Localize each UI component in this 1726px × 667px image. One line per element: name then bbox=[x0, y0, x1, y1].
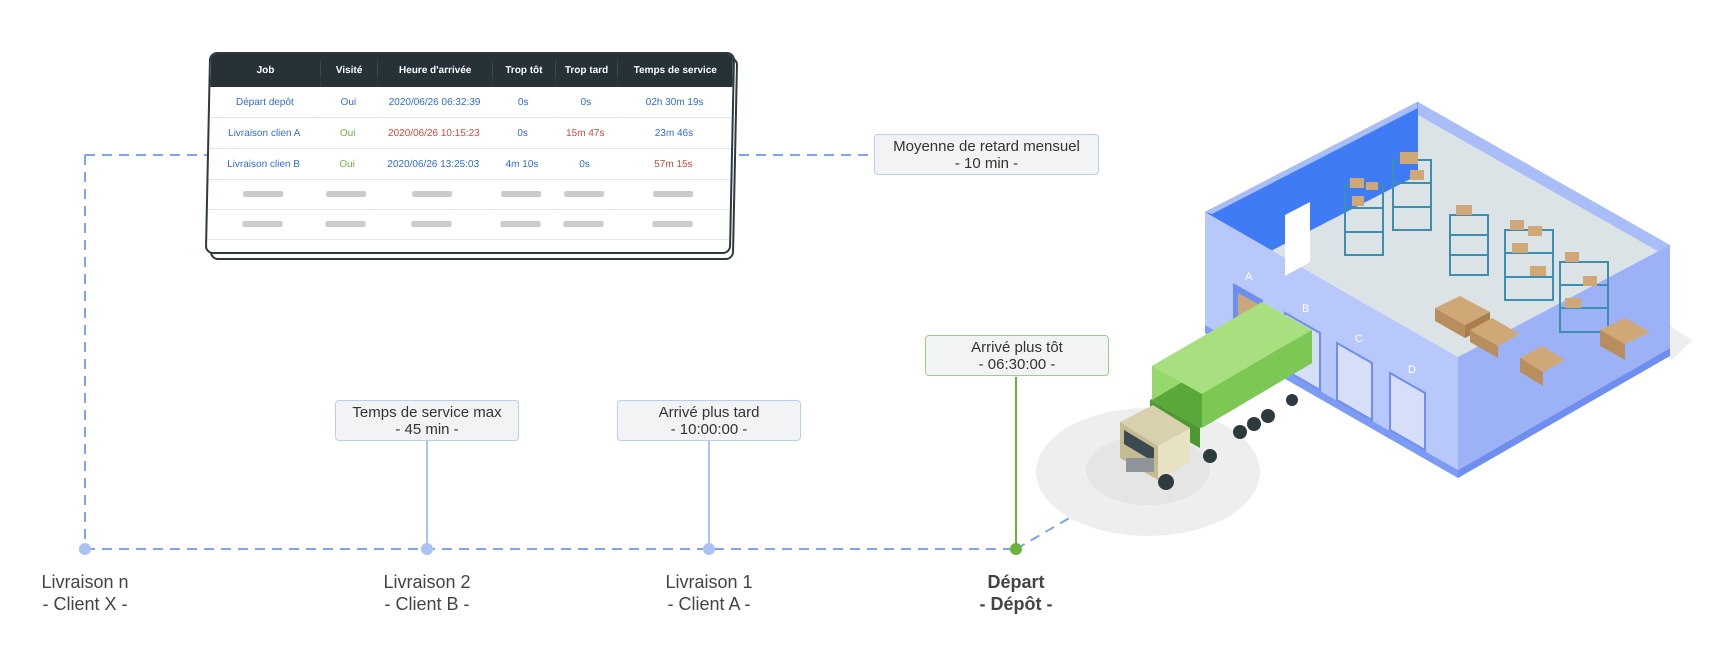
col-header-visited: Visité bbox=[320, 54, 379, 87]
callout-early: Arrivé plus tôt - 06:30:00 - bbox=[925, 335, 1109, 376]
cell-service: 23m 46s bbox=[616, 117, 732, 149]
truck-illustration bbox=[1120, 302, 1312, 490]
door-letter-b: B bbox=[1302, 303, 1309, 315]
callout-title: Temps de service max bbox=[352, 404, 502, 421]
callout-title: Moyenne de retard mensuel bbox=[893, 138, 1080, 155]
stop-title: Livraison 1 bbox=[665, 572, 753, 592]
cell-arrival: 2020/06/26 10:15:23 bbox=[376, 117, 492, 149]
door-letter-c: C bbox=[1355, 333, 1363, 345]
table-row: Livraison clien B Oui 2020/06/26 13:25:0… bbox=[208, 148, 732, 180]
callout-late: Arrivé plus tard - 10:00:00 - bbox=[617, 400, 801, 441]
callout-service-max: Temps de service max - 45 min - bbox=[335, 400, 519, 441]
callout-value: - 10 min - bbox=[954, 155, 1019, 172]
cell-service: 02h 30m 19s bbox=[616, 87, 733, 118]
cell-job: Livraison clien B bbox=[208, 148, 319, 180]
cell-visited: Oui bbox=[318, 117, 377, 149]
stop-dot-start bbox=[1010, 543, 1022, 555]
cell-too-early: 0s bbox=[490, 117, 555, 149]
cell-service: 57m 15s bbox=[615, 148, 732, 180]
stop-title: Livraison n bbox=[41, 572, 129, 592]
stop-client: - Client X - bbox=[42, 594, 128, 614]
cell-too-late: 15m 47s bbox=[553, 117, 617, 149]
cell-visited: Oui bbox=[318, 148, 377, 180]
stop-label-2: Livraison 2 - Client B - bbox=[327, 571, 527, 615]
stop-dot-2 bbox=[421, 543, 433, 555]
col-header-job: Job bbox=[210, 54, 321, 87]
col-header-too-early: Trop tôt bbox=[492, 54, 556, 87]
callout-title: Arrivé plus tôt bbox=[971, 339, 1063, 356]
callout-value: - 45 min - bbox=[395, 421, 459, 438]
cell-arrival: 2020/06/26 13:25:03 bbox=[375, 148, 491, 180]
door-letter-a: A bbox=[1245, 271, 1253, 283]
callout-value: - 10:00:00 - bbox=[670, 421, 748, 438]
cell-too-early: 4m 10s bbox=[490, 148, 554, 180]
stop-client: - Client B - bbox=[384, 594, 470, 614]
warehouse-illustration: A B C D bbox=[1205, 102, 1692, 478]
stop-dot-1 bbox=[703, 543, 715, 555]
stop-label-1: Livraison 1 - Client A - bbox=[609, 571, 809, 615]
cell-too-early: 0s bbox=[491, 87, 555, 118]
door-letter-d: D bbox=[1408, 364, 1416, 376]
stop-title: Départ bbox=[987, 572, 1045, 592]
cell-job: Livraison clien A bbox=[209, 117, 320, 149]
col-header-arrival: Heure d'arrivée bbox=[377, 54, 493, 87]
table-row: Départ depôt Oui 2020/06/26 06:32:39 0s … bbox=[209, 87, 733, 118]
placeholder-row bbox=[207, 179, 731, 210]
stop-dot-n bbox=[79, 543, 91, 555]
table-header-row: Job Visité Heure d'arrivée Trop tôt Trop… bbox=[210, 54, 734, 87]
stop-client: - Dépôt - bbox=[979, 594, 1053, 614]
stop-title: Livraison 2 bbox=[383, 572, 471, 592]
callout-title: Arrivé plus tard bbox=[658, 404, 760, 421]
stop-client: - Client A - bbox=[667, 594, 751, 614]
job-report-table: Job Visité Heure d'arrivée Trop tôt Trop… bbox=[204, 52, 736, 254]
stop-label-start: Départ - Dépôt - bbox=[916, 571, 1116, 615]
col-header-too-late: Trop tard bbox=[554, 54, 619, 87]
cell-arrival: 2020/06/26 06:32:39 bbox=[376, 87, 493, 118]
callout-monthly-delay: Moyenne de retard mensuel - 10 min - bbox=[874, 134, 1099, 175]
col-header-service: Temps de service bbox=[617, 54, 734, 87]
stop-label-n: Livraison n - Client X - bbox=[0, 571, 185, 615]
placeholder-row bbox=[207, 209, 730, 240]
table-row: Livraison clien A Oui 2020/06/26 10:15:2… bbox=[209, 117, 732, 149]
cell-job: Départ depôt bbox=[209, 87, 321, 118]
cell-too-late: 0s bbox=[554, 87, 618, 118]
cell-visited: Oui bbox=[319, 87, 378, 118]
cell-too-late: 0s bbox=[552, 148, 617, 180]
callout-value: - 06:30:00 - bbox=[978, 356, 1056, 373]
